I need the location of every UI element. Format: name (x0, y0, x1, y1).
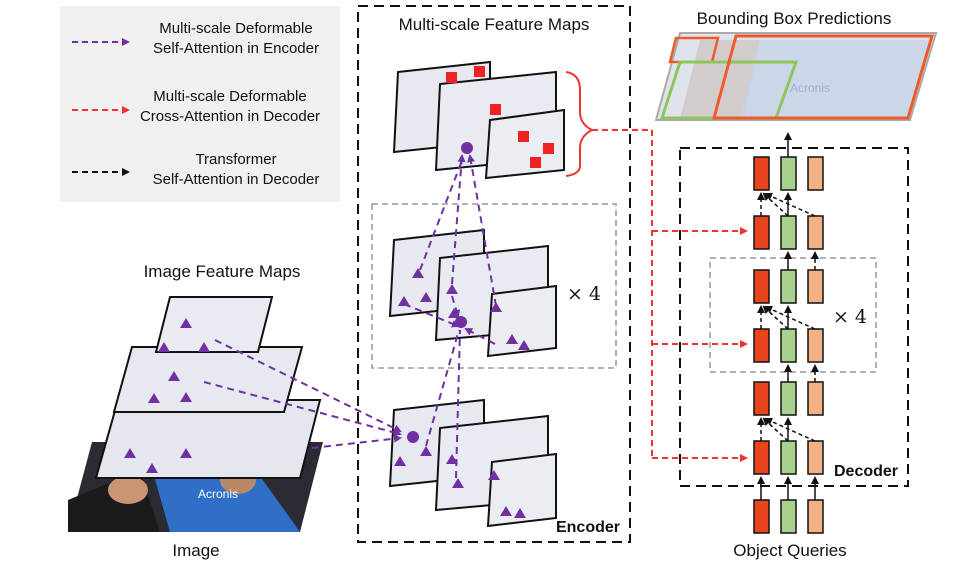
encoder-label: Encoder (556, 519, 620, 536)
sampling-point-triangle (124, 318, 210, 473)
multi-scale-feature-maps-label: Multi-scale Feature Maps (399, 15, 590, 34)
legend-item-3-line2: Self-Attention in Decoder (153, 171, 320, 188)
legend-item-1-line2: Self-Attention in Encoder (153, 40, 319, 57)
jersey-logo-text: Acronis (198, 487, 238, 501)
encoder-attention-arrows (203, 154, 497, 479)
encoder-repeat-box (371, 203, 617, 369)
decoder-label: Decoder (834, 463, 898, 480)
bounding-box-prediction-image: Acronis (654, 32, 938, 121)
feature-maps-brace (565, 71, 595, 177)
reference-point-circle (461, 142, 473, 154)
legend-item-3-line1: Transformer (195, 151, 276, 168)
legend-item-1-line1: Multi-scale Deformable (159, 20, 312, 37)
legend: Multi-scale Deformable Self-Attention in… (60, 6, 340, 202)
decoder-layers (753, 156, 824, 475)
decoder-self-attention-arrows (757, 192, 819, 442)
legend-item-2-line1: Multi-scale Deformable (153, 88, 306, 105)
encoder-layer-feature-maps (388, 228, 557, 358)
encoder-input-feature-maps (388, 398, 557, 528)
decoder-repeat-label: × 4 (833, 306, 867, 328)
reference-point-circle (455, 316, 467, 328)
image-feature-map-stack (94, 296, 322, 479)
object-queries-label: Object Queries (733, 541, 846, 560)
encoder-output-feature-maps (392, 60, 565, 180)
decoder-box (679, 147, 909, 487)
image-feature-map-small (154, 296, 274, 353)
sampling-point-triangle (394, 446, 526, 518)
image-feature-map-medium (112, 346, 304, 413)
sampling-point-triangle (398, 268, 530, 350)
sampling-point-square (446, 66, 554, 168)
legend-background (60, 6, 340, 202)
encoder-repeat-label: × 4 (567, 283, 601, 305)
bbox-large-orange (712, 34, 935, 120)
bounding-box-predictions-label: Bounding Box Predictions (697, 9, 892, 28)
bbox-jersey-logo-text: Acronis (790, 81, 830, 95)
decoder-repeat-box (709, 257, 877, 373)
image-feature-maps-label: Image Feature Maps (144, 262, 301, 281)
encoder-box (357, 5, 631, 543)
reference-point-circle (407, 431, 419, 443)
image-label: Image (172, 541, 219, 560)
cross-attention-connectors (592, 129, 748, 462)
object-queries (753, 499, 824, 534)
legend-item-2-line2: Cross-Attention in Decoder (140, 108, 320, 125)
decoder-residual-arrows (757, 132, 819, 500)
